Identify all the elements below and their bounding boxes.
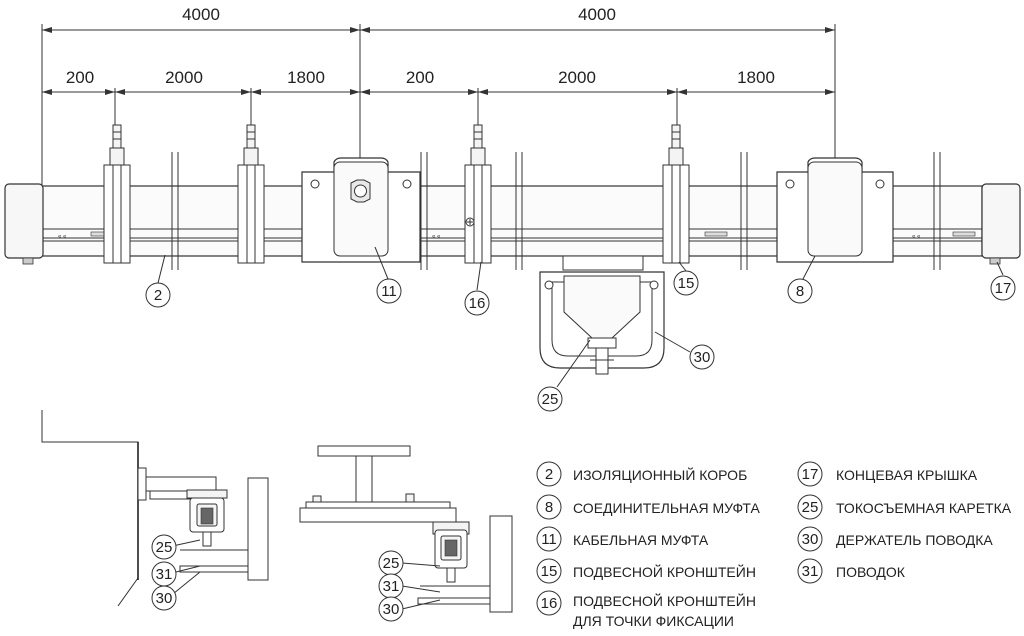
dimension-span-left: 4000 (182, 5, 220, 24)
right-detail-callout-25: 25 (378, 550, 404, 576)
svg-text:ИЗОЛЯЦИОННЫЙ КОРОБ: ИЗОЛЯЦИОННЫЙ КОРОБ (573, 466, 747, 483)
dimension-right-seg-1: 200 (406, 68, 434, 87)
callout-30: 30 (689, 344, 715, 370)
svg-text:17: 17 (802, 466, 819, 483)
right-detail-callout-30: 30 (378, 596, 404, 622)
dimension-left-seg-3: 1800 (287, 68, 325, 87)
dimension-right-seg-3: 1800 (737, 68, 775, 87)
callout-leaders (157, 246, 1004, 388)
callout-8: 8 (787, 278, 813, 304)
callout-17: 17 (990, 275, 1016, 301)
callout-2: 2 (145, 282, 171, 308)
hanger-bracket-4 (662, 124, 690, 264)
legend-item-17: 17 КОНЦЕВАЯ КРЫШКА (797, 461, 978, 487)
svg-text:11: 11 (541, 531, 557, 548)
legend-item-2: 2 ИЗОЛЯЦИОННЫЙ КОРОБ (536, 461, 747, 487)
svg-text:ПОВОДОК: ПОВОДОК (836, 564, 906, 580)
end-cap-left (4, 183, 44, 265)
svg-text:25: 25 (542, 391, 559, 408)
legend-item-31: 31 ПОВОДОК (797, 558, 906, 584)
svg-text:30: 30 (694, 349, 711, 366)
dimension-lines (41, 24, 836, 260)
svg-text:8: 8 (796, 283, 804, 300)
svg-text:30: 30 (802, 531, 819, 548)
dimension-span-right: 4000 (578, 5, 616, 24)
left-detail-callout-30: 30 (151, 585, 177, 611)
hanger-bracket-1 (103, 124, 131, 264)
svg-text:11: 11 (381, 283, 397, 300)
svg-text:КАБЕЛЬНАЯ МУФТА: КАБЕЛЬНАЯ МУФТА (573, 532, 709, 548)
callout-16: 16 (464, 290, 490, 316)
legend-item-16: 16 ПОДВЕСНОЙ КРОНШТЕЙН ДЛЯ ТОЧКИ ФИКСАЦИ… (536, 590, 756, 629)
svg-text:31: 31 (383, 578, 400, 595)
svg-text:30: 30 (156, 590, 173, 607)
svg-text:ПОДВЕСНОЙ КРОНШТЕЙН: ПОДВЕСНОЙ КРОНШТЕЙН (573, 592, 756, 609)
svg-text:25: 25 (156, 539, 173, 556)
hanger-bracket-fixed-point (464, 124, 492, 264)
svg-text:25: 25 (802, 499, 819, 516)
svg-text:17: 17 (995, 280, 1012, 297)
cable-coupling (301, 157, 421, 263)
svg-text:ПОДВЕСНОЙ КРОНШТЕЙН: ПОДВЕСНОЙ КРОНШТЕЙН (573, 563, 756, 580)
svg-text:25: 25 (383, 555, 400, 572)
current-collector-trolley (539, 255, 665, 375)
svg-text:30: 30 (383, 601, 400, 618)
callout-25: 25 (537, 386, 563, 412)
svg-text:ТОКОСЪЕМНАЯ КАРЕТКА: ТОКОСЪЕМНАЯ КАРЕТКА (836, 500, 1012, 516)
detail-ibeam-mount (299, 445, 513, 613)
svg-text:КОНЦЕВАЯ КРЫШКА: КОНЦЕВАЯ КРЫШКА (836, 467, 978, 483)
svg-text:31: 31 (802, 563, 819, 580)
svg-text:2: 2 (154, 287, 162, 304)
dimension-left-seg-1: 200 (66, 68, 94, 87)
svg-text:31: 31 (156, 566, 173, 583)
legend-item-15: 15 ПОДВЕСНОЙ КРОНШТЕЙН (536, 558, 756, 584)
svg-text:16: 16 (541, 595, 558, 612)
dimension-left-seg-2: 2000 (165, 68, 203, 87)
svg-text:СОЕДИНИТЕЛЬНАЯ МУФТА: СОЕДИНИТЕЛЬНАЯ МУФТА (573, 500, 760, 516)
svg-text:« «: « « (432, 234, 441, 240)
callout-15: 15 (673, 270, 699, 296)
legend-item-8: 8 СОЕДИНИТЕЛЬНАЯ МУФТА (536, 494, 760, 520)
svg-text:2: 2 (545, 466, 553, 483)
end-cap-right (981, 183, 1021, 265)
legend-item-25: 25 ТОКОСЪЕМНАЯ КАРЕТКА (797, 494, 1012, 520)
svg-text:« «: « « (58, 234, 67, 240)
svg-text:ДЛЯ ТОЧКИ ФИКСАЦИИ: ДЛЯ ТОЧКИ ФИКСАЦИИ (573, 613, 734, 629)
legend: 2 ИЗОЛЯЦИОННЫЙ КОРОБ 8 СОЕДИНИТЕЛЬНАЯ МУ… (536, 461, 1012, 629)
svg-text:ДЕРЖАТЕЛЬ ПОВОДКА: ДЕРЖАТЕЛЬ ПОВОДКА (836, 532, 993, 548)
svg-text:15: 15 (541, 563, 558, 580)
left-detail-callout-25: 25 (151, 534, 177, 560)
svg-text:« «: « « (912, 234, 921, 240)
svg-text:8: 8 (545, 499, 553, 516)
callout-11: 11 (376, 278, 402, 304)
right-detail-callout-31: 31 (378, 573, 404, 599)
break-marks (171, 152, 941, 270)
svg-text:15: 15 (678, 275, 695, 292)
legend-item-11: 11 КАБЕЛЬНАЯ МУФТА (536, 526, 709, 552)
hanger-bracket-2 (237, 124, 265, 264)
legend-item-30: 30 ДЕРЖАТЕЛЬ ПОВОДКА (797, 526, 993, 552)
svg-text:16: 16 (469, 295, 486, 312)
dimension-right-seg-2: 2000 (558, 68, 596, 87)
detail-wall-mount (41, 410, 269, 607)
left-detail-callout-31: 31 (151, 561, 177, 587)
connecting-coupling (776, 157, 894, 263)
